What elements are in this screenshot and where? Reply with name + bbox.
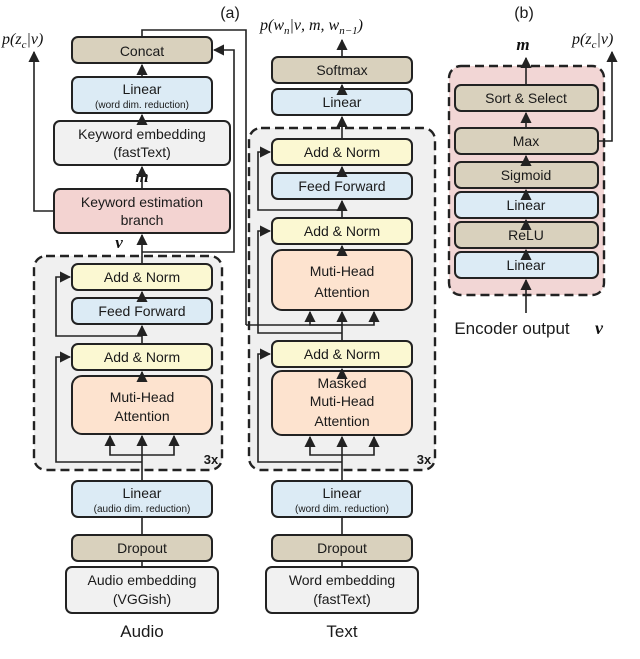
- linear-audio-label: Linear: [123, 485, 162, 501]
- relu-label: ReLU: [508, 227, 544, 243]
- decoder-add-norm-1-label: Add & Norm: [304, 346, 380, 362]
- audio-embedding-sublabel: (VGGish): [113, 591, 171, 607]
- decoder-mha: [271, 249, 413, 311]
- branch-linear-2-label: Linear: [507, 197, 546, 213]
- softmax-label: Softmax: [316, 62, 367, 78]
- decoder-mha-label: Muti-Head: [310, 263, 375, 279]
- keyword-embedding-label: Keyword embedding: [78, 126, 206, 142]
- connectors: [28, 29, 618, 567]
- decoder-column: Softmax Linear Add & Norm Feed Forward A…: [265, 56, 432, 641]
- panel-b-label: (b): [514, 5, 534, 22]
- decoder-output-formula: p(wn|ν, m, wn−1): [259, 17, 363, 37]
- encoder-output-label: Encoder output: [454, 319, 570, 338]
- decoder-feed-forward-label: Feed Forward: [298, 178, 385, 194]
- keyword-estimation-sublabel: branch: [121, 212, 164, 228]
- svg-text:p(zc|ν): p(zc|ν): [571, 31, 613, 51]
- decoder-add-norm-2-label: Add & Norm: [304, 223, 380, 239]
- concat-label: Concat: [120, 43, 164, 59]
- encoder-mha: [71, 375, 213, 435]
- branch-prob-rest: |ν): [596, 31, 613, 48]
- decoder-linear-top-label: Linear: [323, 94, 362, 110]
- decoder-prob-sub2: n−1: [339, 25, 357, 37]
- linear-word-reduce-label: Linear: [123, 81, 162, 97]
- keyword-branch-column: Sort & Select Max Sigmoid Linear ReLU Li…: [454, 84, 604, 338]
- encoder-add-norm-bottom-label: Add & Norm: [104, 349, 180, 365]
- encoder-prob-rest: |ν): [26, 31, 43, 48]
- keyword-estimation-label: Keyword estimation: [81, 194, 203, 210]
- branch-prob-sub: c: [592, 39, 597, 51]
- branch-linear-1-label: Linear: [507, 257, 546, 273]
- nu-symbol-encoder: ν: [115, 233, 123, 252]
- word-embedding-label: Word embedding: [289, 572, 395, 588]
- encoder-mha-sublabel: Attention: [114, 408, 169, 424]
- sort-select-label: Sort & Select: [485, 90, 567, 106]
- encoder-prob-sub: c: [22, 39, 27, 51]
- audio-embedding-label: Audio embedding: [88, 572, 197, 588]
- branch-output-formula: p(zc|ν) m: [516, 31, 613, 54]
- decoder-prob-rest: |ν, m, w: [290, 17, 340, 34]
- encoder-output-symbol: ν: [595, 318, 604, 338]
- decoder-prob-sub: n: [284, 25, 290, 37]
- decoder-masked-mha-label-3: Attention: [314, 413, 369, 429]
- decoder-masked-mha-label-2: Muti-Head: [310, 393, 375, 409]
- encoder-prob-p: p(z: [1, 31, 22, 48]
- encoder-output-formula: p(zc|ν): [1, 31, 43, 51]
- decoder-prob-end: ): [357, 17, 363, 34]
- linear-word-reduce-sublabel: (word dim. reduction): [95, 100, 189, 111]
- encoder-feed-forward-label: Feed Forward: [98, 303, 185, 319]
- text-caption: Text: [326, 622, 357, 641]
- keyword-embedding-sublabel: (fastText): [113, 144, 171, 160]
- decoder-masked-mha-label-1: Masked: [317, 375, 366, 391]
- encoder-add-norm-top-label: Add & Norm: [104, 269, 180, 285]
- encoder-repeat-label: 3x: [204, 452, 219, 467]
- encoder-mha-label: Muti-Head: [110, 389, 175, 405]
- panel-a-label: (a): [220, 5, 240, 22]
- decoder-mha-sublabel: Attention: [314, 284, 369, 300]
- max-label: Max: [513, 133, 539, 149]
- encoder-dropout-label: Dropout: [117, 540, 167, 556]
- linear-word-label: Linear: [323, 485, 362, 501]
- decoder-prob-p: p(w: [259, 17, 284, 34]
- linear-word-sublabel: (word dim. reduction): [295, 504, 389, 515]
- m-symbol-branch: m: [516, 35, 529, 54]
- svg-text:p(zc|ν): p(zc|ν): [1, 31, 43, 51]
- decoder-add-norm-3-label: Add & Norm: [304, 144, 380, 160]
- sigmoid-label: Sigmoid: [501, 167, 552, 183]
- linear-audio-sublabel: (audio dim. reduction): [94, 504, 191, 515]
- decoder-repeat-label: 3x: [417, 452, 432, 467]
- decoder-dropout-label: Dropout: [317, 540, 367, 556]
- branch-prob-p: p(z: [571, 31, 592, 48]
- word-embedding-sublabel: (fastText): [313, 591, 371, 607]
- audio-caption: Audio: [120, 622, 163, 641]
- svg-text:p(wn|ν, m, wn−1): p(wn|ν, m, wn−1): [259, 17, 363, 37]
